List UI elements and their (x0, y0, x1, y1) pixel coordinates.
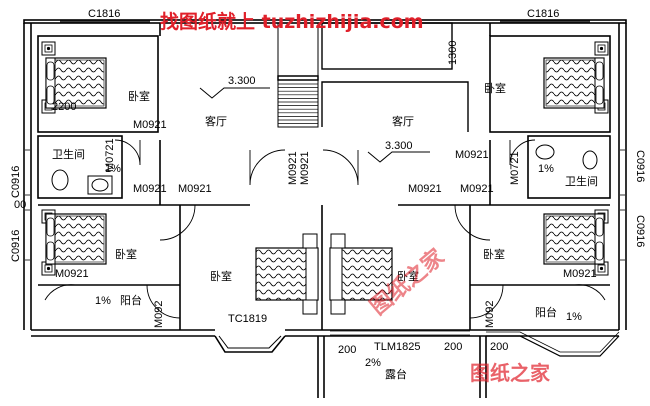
door-bath-l-side: M0721 (104, 138, 116, 172)
slope-balcony-r: 1% (566, 311, 582, 323)
dim-1300: 1300 (447, 41, 459, 65)
room-bath-r: 卫生间 (565, 174, 598, 188)
window-left-upper: C0916 (10, 166, 22, 198)
window-left-lower: C0916 (10, 230, 22, 262)
room-terrace: 露台 (385, 367, 407, 381)
window-bay: TC1819 (228, 313, 267, 325)
room-living-l: 客厅 (205, 114, 227, 128)
walls (23, 19, 627, 398)
slope-bath-l: 1% (105, 163, 121, 175)
window-top-right: C1816 (527, 8, 559, 20)
room-balcony-r: 阳台 (535, 305, 557, 319)
dim-200c: 200 (490, 341, 508, 353)
room-balcony-l: 阳台 (120, 293, 142, 307)
room-bed-bl: 卧室 (115, 247, 137, 261)
level-markers (199, 87, 430, 163)
dim-2200: 2200 (52, 101, 76, 113)
door-bath-r-side: M0721 (509, 151, 521, 185)
door-bed-bl: M0921 (55, 268, 89, 280)
room-bed-br: 卧室 (483, 247, 505, 261)
slope-balcony-l: 1% (95, 295, 111, 307)
dim-200a: 200 (338, 344, 356, 356)
dim-200b: 200 (444, 341, 462, 353)
room-bed-bm: 卧室 (210, 269, 232, 283)
room-bed-tl: 卧室 (128, 89, 150, 103)
window-right-upper: C0916 (634, 150, 646, 182)
door-balcony-r: M092 (484, 300, 496, 328)
room-bath-l: 卫生间 (52, 147, 85, 161)
living-right-bounds (321, 22, 469, 132)
door-balcony-l: M092 (153, 300, 165, 328)
window-top-left: C1816 (88, 8, 120, 20)
level-left: 3.300 (228, 75, 256, 87)
labels: C1816 C1816 TC1819 TLM1825 C0916 C0916 C… (10, 8, 646, 381)
door-swings (44, 139, 606, 319)
slope-terrace: 2% (365, 357, 381, 369)
window-sliding-door: TLM1825 (374, 341, 420, 353)
room-bed-bc: 卧室 (397, 269, 419, 283)
door-stair-b: M0921 (299, 151, 311, 185)
door-bed-bl-hall: M0921 (178, 183, 212, 195)
watermark-footer: 图纸之家 (470, 361, 551, 385)
staircase (277, 22, 319, 128)
door-hall-r2: M0921 (460, 183, 494, 195)
slope-bath-r: 1% (538, 163, 554, 175)
door-stair-a: M0921 (287, 151, 299, 185)
door-bed-tl: M0921 (133, 119, 167, 131)
door-bed-br: M0921 (563, 268, 597, 280)
room-living-r: 客厅 (392, 114, 414, 128)
watermark-header: 找图纸就上 tuzhizhijia.com (160, 10, 424, 33)
door-bed-tr: M0921 (455, 149, 489, 161)
dim-00: 00 (14, 199, 26, 211)
level-right: 3.300 (385, 140, 413, 152)
window-right-lower: C0916 (634, 215, 646, 247)
room-bed-tr: 卧室 (484, 81, 506, 95)
windows (25, 20, 625, 336)
door-hall-r1: M0921 (408, 183, 442, 195)
door-bath-l: M0921 (133, 183, 167, 195)
furniture (41, 41, 609, 315)
